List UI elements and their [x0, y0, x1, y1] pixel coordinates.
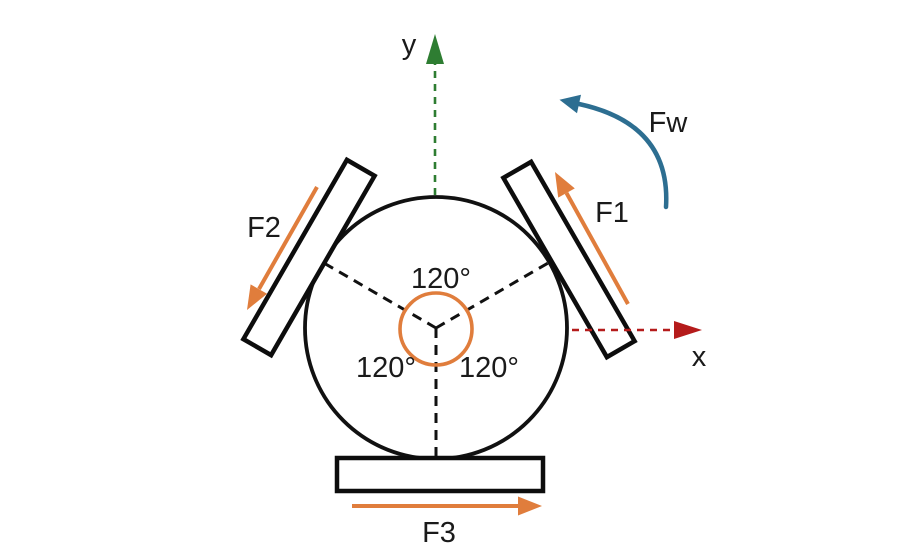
- torque-label-fw: Fw: [649, 107, 689, 139]
- y-axis-label: y: [402, 29, 417, 61]
- y-axis-arrowhead: [426, 34, 444, 64]
- radius-dashed-line-upper-right: [435, 261, 550, 330]
- wheel-bottom: [334, 455, 546, 494]
- angle-label-top: 120°: [411, 263, 471, 295]
- force-arrow-f1-arrowhead: [555, 172, 575, 198]
- force-label-f3: F3: [422, 517, 456, 549]
- x-axis-label: x: [692, 341, 707, 373]
- force-arrow-f3-arrowhead: [518, 496, 542, 516]
- angle-label-bottom-left: 120°: [356, 352, 416, 384]
- radius-dashed-line-upper-left: [322, 261, 437, 330]
- x-axis-arrowhead: [674, 321, 702, 339]
- force-arrow-f2-line: [257, 186, 319, 290]
- force-arrow-f1-line: [564, 192, 630, 305]
- angle-label-bottom-right: 120°: [459, 352, 519, 384]
- torque-arrow-fw-arrowhead: [559, 94, 581, 114]
- force-arrow-f2-arrowhead: [247, 284, 268, 310]
- force-label-f1: F1: [595, 197, 629, 229]
- wheel-left: [240, 156, 378, 359]
- torque-arrow-fw-arc: [576, 101, 669, 210]
- force-label-f2: F2: [247, 212, 281, 244]
- center-rotation-circle: [398, 291, 474, 367]
- wheel-right: [500, 158, 638, 361]
